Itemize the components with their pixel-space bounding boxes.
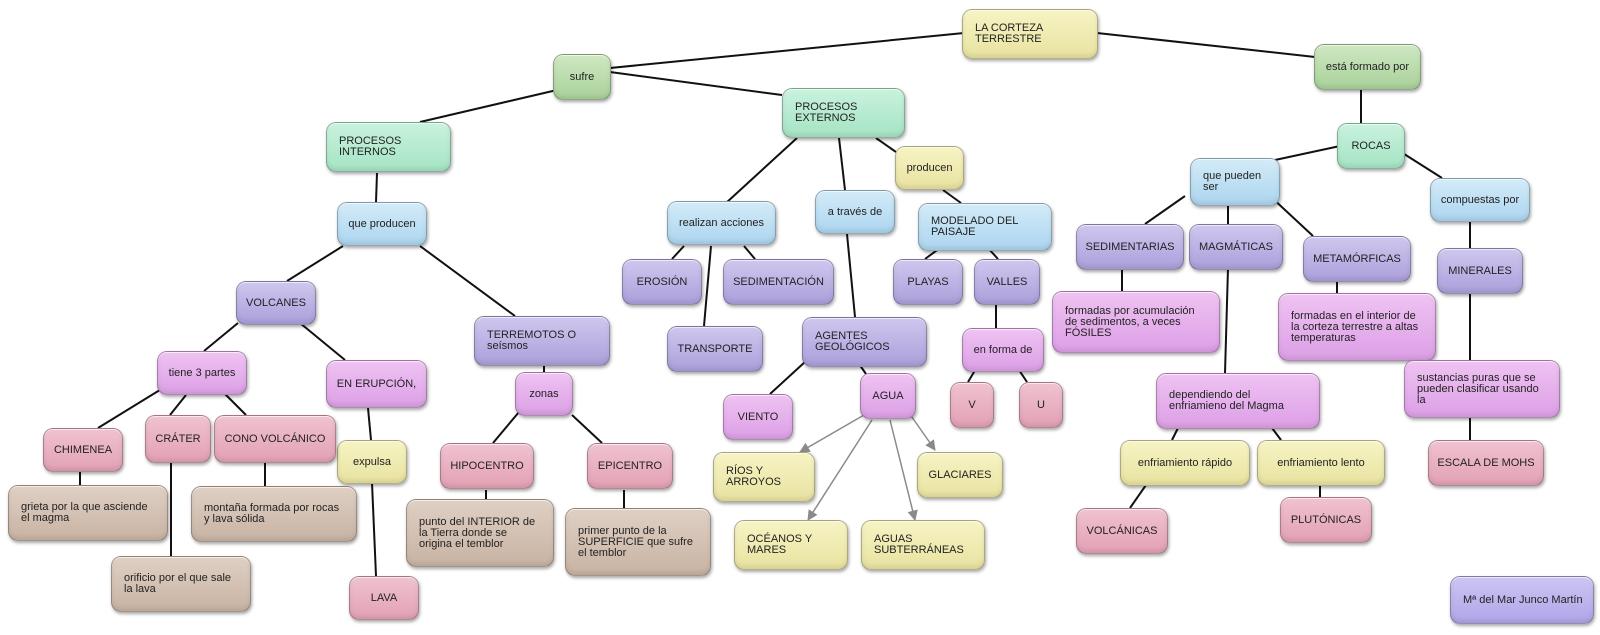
node-u[interactable]: U (1019, 382, 1063, 428)
node-cono-desc[interactable]: montaña formada por rocas y lava sólida (191, 486, 357, 542)
link-externos-producen (875, 137, 897, 153)
node-tiene-3-partes[interactable]: tiene 3 partes (157, 351, 247, 395)
node-rios-y-arroyos[interactable]: RÍOS Y ARROYOS (713, 452, 815, 502)
node-producen[interactable]: producen (895, 146, 964, 190)
node-agentes-geologicos[interactable]: AGENTES GEOLÓGICOS (802, 317, 927, 367)
node-sedimentarias-desc[interactable]: formadas por acumulación de sedimentos, … (1052, 291, 1220, 353)
node-transporte[interactable]: TRANSPORTE (667, 326, 763, 372)
node-chimenea[interactable]: CHIMENEA (43, 428, 123, 472)
link-externos-atraves (838, 137, 846, 191)
link-volcanes-tiene3 (203, 322, 239, 352)
arrow-agua-oceanos (807, 419, 873, 521)
node-compuestas-por[interactable]: compuestas por (1430, 178, 1530, 222)
node-cono-volcanico[interactable]: CONO VOLCÁNICO (214, 415, 336, 463)
link-tiene3-chimenea (97, 384, 169, 429)
link-sufre-externos (609, 71, 783, 96)
node-rocas[interactable]: ROCAS (1337, 123, 1405, 169)
link-externos-realizan (725, 137, 798, 204)
node-terremotos-o-seismos[interactable]: TERREMOTOS O seísmos (474, 316, 610, 366)
node-volcanicas[interactable]: VOLCÁNICAS (1076, 508, 1168, 554)
link-erupcion-expulsa (367, 407, 372, 441)
node-v[interactable]: V (950, 382, 994, 428)
arrow-agua-rios (799, 414, 865, 453)
node-en-erupcion[interactable]: EN ERUPCIÓN, (326, 360, 427, 408)
node-hipocentro-desc[interactable]: punto del INTERIOR de la Tierra donde se… (406, 499, 554, 567)
node-que-pueden-ser[interactable]: que pueden ser (1190, 158, 1280, 206)
link-internos-queprod (375, 172, 378, 203)
node-minerales[interactable]: MINERALES (1437, 248, 1523, 294)
link-realizan-erosion (671, 245, 685, 260)
node-chimenea-desc[interactable]: grieta por la que asciende el magma (8, 485, 168, 541)
node-escala-de-mohs[interactable]: ESCALA DE MOHS (1428, 440, 1544, 486)
node-esta-formado-por[interactable]: está formado por (1314, 44, 1421, 90)
link-rocas-quepueden (1274, 145, 1341, 161)
link-atraves-agentes (846, 233, 856, 318)
link-corteza-esta (1096, 32, 1316, 58)
node-volcanes[interactable]: VOLCANES (236, 281, 316, 325)
node-glaciares[interactable]: GLACIARES (917, 452, 1003, 498)
node-plutonicas[interactable]: PLUTÓNICAS (1280, 497, 1372, 543)
node-viento[interactable]: VIENTO (723, 394, 793, 440)
link-rapido-volc (1129, 484, 1147, 509)
link-corteza-sufre (599, 32, 965, 70)
node-lava[interactable]: LAVA (349, 576, 419, 620)
node-procesos-externos[interactable]: PROCESOS EXTERNOS (782, 88, 905, 138)
node-erosion[interactable]: EROSIÓN (622, 259, 702, 305)
node-metamorficas[interactable]: METAMÓRFICAS (1303, 236, 1411, 282)
node-en-forma-de[interactable]: en forma de (962, 328, 1044, 372)
node-hipocentro[interactable]: HIPOCENTRO (440, 443, 534, 489)
node-magmaticas[interactable]: MAGMÁTICAS (1189, 224, 1283, 270)
link-realizan-sedim (743, 245, 756, 260)
node-metamorficas-desc[interactable]: formadas en el interior de la corteza te… (1278, 293, 1436, 361)
link-volcanes-erupcion (299, 322, 346, 361)
link-quepueden-sedim (1144, 195, 1186, 225)
node-epicentro[interactable]: EPICENTRO (587, 443, 673, 489)
node-crater[interactable]: CRÁTER (145, 415, 211, 463)
node-modelado-del-paisaje[interactable]: MODELADO DEL PAISAJE (918, 203, 1052, 251)
node-oceanos-y-mares[interactable]: OCÉANOS Y MARES (734, 520, 848, 570)
node-aguas-subterraneas[interactable]: AGUAS SUBTERRÁNEAS (861, 520, 985, 570)
node-la-corteza-terrestre[interactable]: LA CORTEZA TERRESTRE (962, 9, 1098, 59)
link-agentes-viento (769, 360, 807, 395)
node-sedimentacion[interactable]: SEDIMENTACIÓN (723, 259, 834, 305)
link-magm-enfr (1224, 267, 1229, 374)
node-valles[interactable]: VALLES (974, 259, 1040, 305)
node-enfriamiento-lento[interactable]: enfriamiento lento (1257, 440, 1385, 486)
link-queprod-terremotos (419, 245, 516, 317)
link-enfr-lento (1271, 427, 1282, 441)
link-zonas-hipo (492, 411, 520, 444)
node-sedimentarias[interactable]: SEDIMENTARIAS (1076, 224, 1184, 270)
node-realizan-acciones[interactable]: realizan acciones (667, 201, 776, 245)
node-procesos-internos[interactable]: PROCESOS INTERNOS (326, 122, 451, 172)
link-expulsa-lava (371, 482, 377, 577)
node-que-producen[interactable]: que producen (337, 202, 427, 246)
node-expulsa[interactable]: expulsa (337, 440, 407, 484)
link-tiene3-crater (169, 394, 187, 416)
node-crater-desc[interactable]: orificio por el que sale la lava (111, 556, 251, 612)
node-zonas[interactable]: zonas (515, 372, 573, 416)
node-agua[interactable]: AGUA (860, 373, 916, 419)
node-sufre[interactable]: sufre (553, 54, 611, 100)
link-zonas-epi (571, 414, 603, 444)
link-enfr-rapido (1171, 427, 1179, 441)
node-enfriamiento-rapido[interactable]: enfriamiento rápido (1120, 440, 1250, 486)
author-credit: Mª del Mar Junco Martín (1450, 576, 1594, 624)
link-queprod-volcanes (286, 245, 344, 282)
link-sufre-internos (419, 89, 558, 123)
link-realizan-transporte (703, 245, 712, 327)
node-minerales-desc[interactable]: sustancias puras que se pueden clasifica… (1404, 360, 1560, 418)
link-producen-modelado (942, 189, 962, 204)
node-a-traves-de[interactable]: a través de (815, 190, 895, 234)
node-playas[interactable]: PLAYAS (893, 259, 963, 305)
node-enfriamiento-magma[interactable]: dependiendo del enfriamieno del Magma (1156, 373, 1320, 429)
node-epicentro-desc[interactable]: primer punto de la SUPERFICIE que sufre … (565, 508, 711, 576)
arrow-agua-aguas (889, 419, 918, 522)
link-tiene3-cono (223, 392, 247, 416)
link-rocas-compuestas (1400, 151, 1443, 179)
